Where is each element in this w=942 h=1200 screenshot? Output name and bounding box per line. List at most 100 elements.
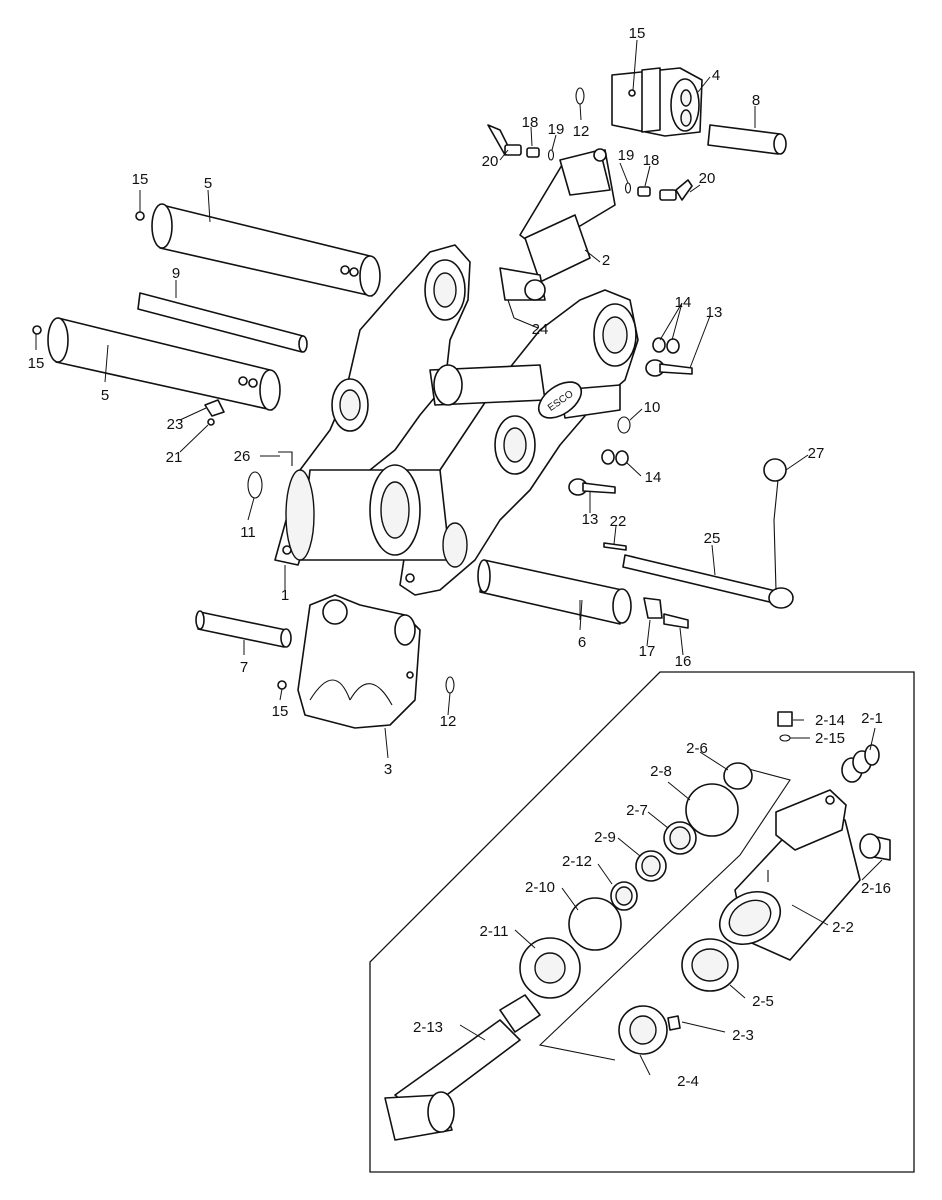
detail-frame (369, 671, 915, 1173)
inset-bushing-2-16 (859, 833, 891, 861)
snap-ring-11 (247, 471, 263, 499)
callout-2-1: 2-1 (861, 710, 883, 727)
callout-18-right: 18 (643, 152, 660, 169)
screw-21 (207, 418, 215, 426)
callout-2-6: 2-6 (686, 740, 708, 757)
plate-23 (204, 399, 225, 417)
callout-13-upper: 13 (706, 304, 723, 321)
grease-fitting-15-b (32, 325, 42, 335)
pin-24 (507, 299, 515, 319)
pin-5-upper (151, 203, 381, 297)
callout-3: 3 (384, 761, 392, 778)
callout-2-3: 2-3 (732, 1027, 754, 1044)
callout-27: 27 (808, 445, 825, 462)
keeper-plate-17 (643, 597, 663, 619)
callout-9: 9 (172, 265, 180, 282)
callout-24: 24 (532, 321, 549, 338)
callout-2: 2 (602, 252, 610, 269)
fittings-left (487, 124, 555, 161)
callout-2-16: 2-16 (861, 880, 891, 897)
callout-12-bottom: 12 (440, 713, 457, 730)
callout-4: 4 (712, 67, 720, 84)
callout-14-upper: 14 (675, 294, 692, 311)
snap-ring-12-top (575, 87, 585, 105)
callout-14-lower: 14 (645, 469, 662, 486)
inset-plug-2-14 (777, 711, 793, 727)
snap-ring-12-bottom (445, 676, 455, 694)
callout-26: 26 (234, 448, 251, 465)
inset-nut-2-3 (667, 1015, 681, 1031)
front-hook-3 (297, 594, 421, 729)
fittings-right (624, 179, 693, 201)
lock-rod-25 (622, 458, 794, 609)
callout-18-left: 18 (522, 114, 539, 131)
pin-9 (137, 292, 308, 353)
callout-20-right: 20 (699, 170, 716, 187)
washers-14-upper (652, 337, 680, 354)
callout-5-upper: 5 (204, 175, 212, 192)
inset-piston-2-4 (618, 1005, 668, 1055)
callout-2-15: 2-15 (815, 730, 845, 747)
callout-16: 16 (675, 653, 692, 670)
callout-13-lower: 13 (582, 511, 599, 528)
callout-8: 8 (752, 92, 760, 109)
callout-23: 23 (167, 416, 184, 433)
callout-15-d: 15 (629, 25, 646, 42)
inset-piston-2-5 (681, 938, 739, 992)
leader-lines (35, 39, 883, 1076)
callout-2-12: 2-12 (562, 853, 592, 870)
grease-fitting-15-c (277, 680, 287, 690)
inset-oring-2-15 (779, 734, 791, 742)
pin-7 (195, 610, 292, 648)
inset-seals (568, 762, 753, 951)
callout-2-14: 2-14 (815, 712, 845, 729)
callout-labels: 1 2 3 4 5 5 6 7 8 9 10 11 12 12 13 13 14… (28, 25, 825, 778)
inset-cylinder-body-2-2 (719, 789, 861, 961)
callout-2-4: 2-4 (677, 1073, 699, 1090)
callout-21: 21 (166, 449, 183, 466)
callout-17: 17 (639, 643, 656, 660)
callout-2-7: 2-7 (626, 802, 648, 819)
bolt-16 (663, 613, 689, 629)
rear-bracket (611, 67, 703, 137)
pin-6 (477, 559, 632, 625)
coupler-frame: ESCO (274, 244, 639, 596)
callout-15-c: 15 (272, 703, 289, 720)
callout-25: 25 (704, 530, 721, 547)
clip-26 (278, 451, 293, 466)
callout-22: 22 (610, 513, 627, 530)
hydraulic-cylinder (499, 148, 616, 301)
callout-15-b: 15 (28, 355, 45, 372)
callout-2-10: 2-10 (525, 879, 555, 896)
callout-2-2: 2-2 (832, 919, 854, 936)
grease-fitting-15-a (135, 211, 145, 221)
callout-15-a: 15 (132, 171, 149, 188)
bolt-13-upper (645, 359, 693, 377)
inset-fitting-2-1 (841, 744, 880, 783)
callout-12-top: 12 (573, 123, 590, 140)
washers-14-lower (601, 449, 629, 466)
snap-ring-10 (617, 416, 631, 434)
callout-19-right: 19 (618, 147, 635, 164)
bolt-13-lower (568, 478, 616, 496)
callout-20-left: 20 (482, 153, 499, 170)
callout-1: 1 (281, 587, 289, 604)
callout-6: 6 (578, 634, 586, 651)
callout-5-lower: 5 (101, 387, 109, 404)
callout-7: 7 (240, 659, 248, 676)
inset-gland-2-11 (519, 937, 581, 999)
pin-5-lower (47, 317, 281, 411)
callout-2-8: 2-8 (650, 763, 672, 780)
grease-fitting-15-d (628, 89, 636, 97)
inset-callout-labels: 2-1 2-2 2-3 2-4 2-5 2-6 2-7 2-8 2-9 2-10… (413, 710, 891, 1090)
callout-2-11: 2-11 (480, 923, 509, 940)
callout-10: 10 (644, 399, 661, 416)
callout-2-9: 2-9 (594, 829, 616, 846)
callout-11: 11 (240, 524, 256, 541)
callout-2-5: 2-5 (752, 993, 774, 1010)
pin-8 (707, 124, 787, 155)
spring-pin-22 (603, 542, 627, 551)
inset-leader-lines (538, 767, 791, 1061)
inset-rod-2-13 (384, 994, 541, 1141)
